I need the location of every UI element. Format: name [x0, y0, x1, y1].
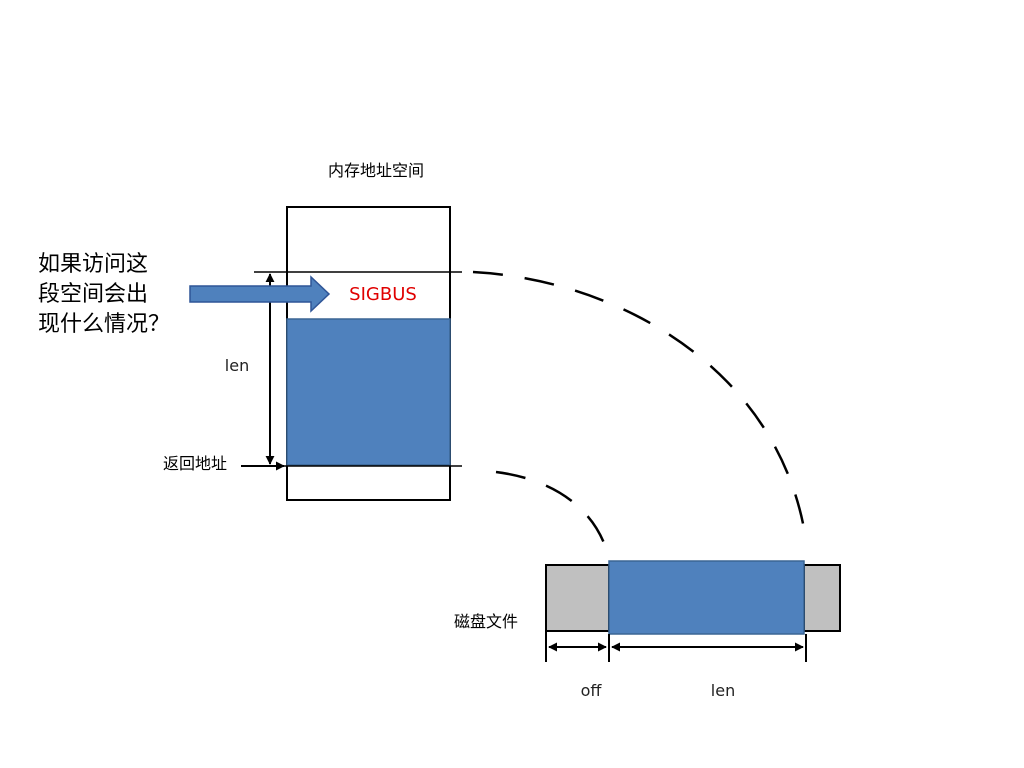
disk-off-label: off	[581, 681, 603, 700]
pointer-arrow	[189, 275, 331, 313]
disk-mapped-region	[608, 560, 805, 635]
question-line-2: 段空间会出	[38, 282, 148, 307]
disk-label: 磁盘文件	[454, 612, 518, 631]
disk-unmapped-right	[803, 564, 841, 632]
mapping-arc-outer	[472, 270, 808, 541]
question-line-3: 现什么情况？	[38, 312, 170, 337]
mapping-arc-inner	[495, 470, 611, 561]
sigbus-label: SIGBUS	[349, 284, 417, 305]
question-line-1: 如果访问这	[38, 252, 148, 277]
memory-mapped-region	[286, 318, 451, 466]
memory-len-label: len	[225, 356, 249, 375]
memory-title: 内存地址空间	[328, 161, 424, 180]
disk-unmapped-left	[545, 564, 610, 632]
disk-len-label: len	[711, 681, 735, 700]
return-address-label: 返回地址	[163, 454, 227, 473]
